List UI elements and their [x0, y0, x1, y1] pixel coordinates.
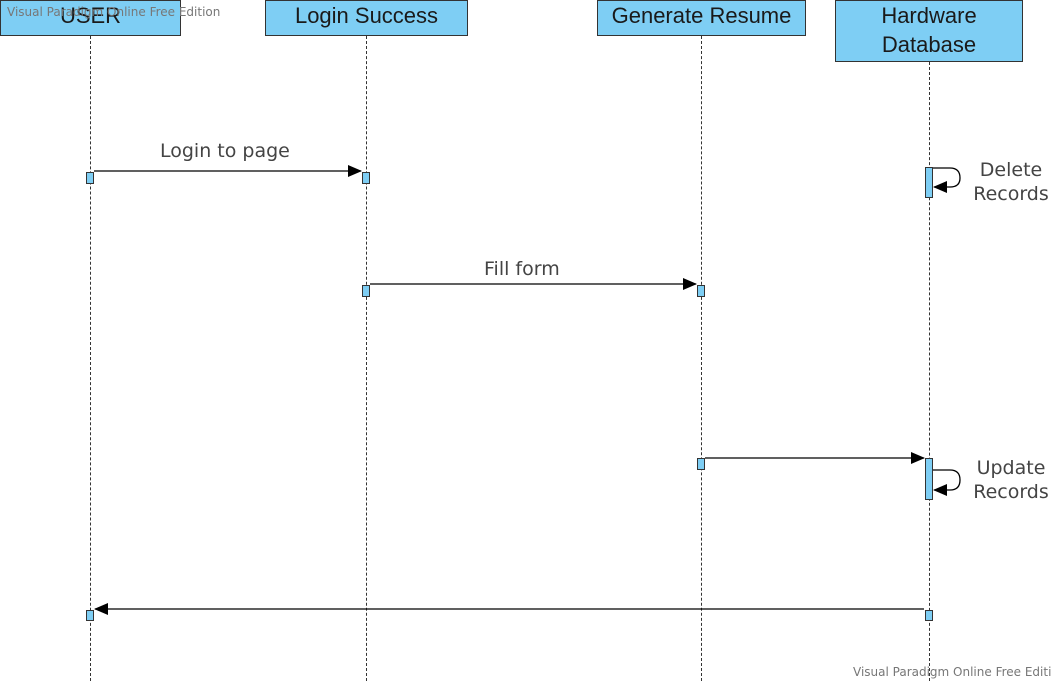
- lifeline-login-success-label: Login Success: [294, 3, 439, 28]
- lifeline-generate-resume-box[interactable]: Generate Resume: [597, 0, 806, 36]
- activation-hwdb-return[interactable]: [925, 610, 933, 621]
- activation-user-2[interactable]: [86, 610, 94, 621]
- self-message-arrow-update-records: [933, 469, 961, 496]
- self-message-arrow-delete-records: [933, 167, 961, 193]
- lifeline-login-success-line: [366, 36, 367, 681]
- lifeline-hardware-database-label: Hardware Database: [881, 3, 977, 57]
- lifeline-user-label: USER: [59, 3, 122, 28]
- lifeline-hardware-database-line: [929, 62, 930, 681]
- lifeline-generate-resume-line: [701, 36, 702, 681]
- lifeline-generate-resume-label: Generate Resume: [611, 3, 792, 28]
- lifeline-user-line: [90, 36, 91, 681]
- activation-login-2[interactable]: [362, 285, 370, 297]
- activation-resume-1[interactable]: [697, 285, 705, 297]
- lifeline-user-box[interactable]: USER: [0, 0, 181, 36]
- activation-user-1[interactable]: [86, 172, 94, 184]
- activation-hwdb-delete[interactable]: [925, 167, 933, 198]
- message-label-login-to-page: Login to page: [160, 140, 290, 162]
- lifeline-hardware-database-box[interactable]: Hardware Database: [835, 0, 1023, 62]
- self-message-label-update-records: Update Records: [973, 457, 1049, 503]
- lifeline-login-success-box[interactable]: Login Success: [265, 0, 468, 36]
- activation-login-1[interactable]: [362, 172, 370, 184]
- activation-resume-2[interactable]: [697, 458, 705, 470]
- watermark-bottom: Visual Paradigm Online Free Edition: [853, 665, 1052, 679]
- message-label-fill-form: Fill form: [484, 258, 560, 280]
- self-message-label-delete-records: Delete Records: [973, 159, 1049, 205]
- watermark-top: Visual Paradigm Online Free Edition: [7, 5, 221, 19]
- activation-hwdb-update[interactable]: [925, 458, 933, 500]
